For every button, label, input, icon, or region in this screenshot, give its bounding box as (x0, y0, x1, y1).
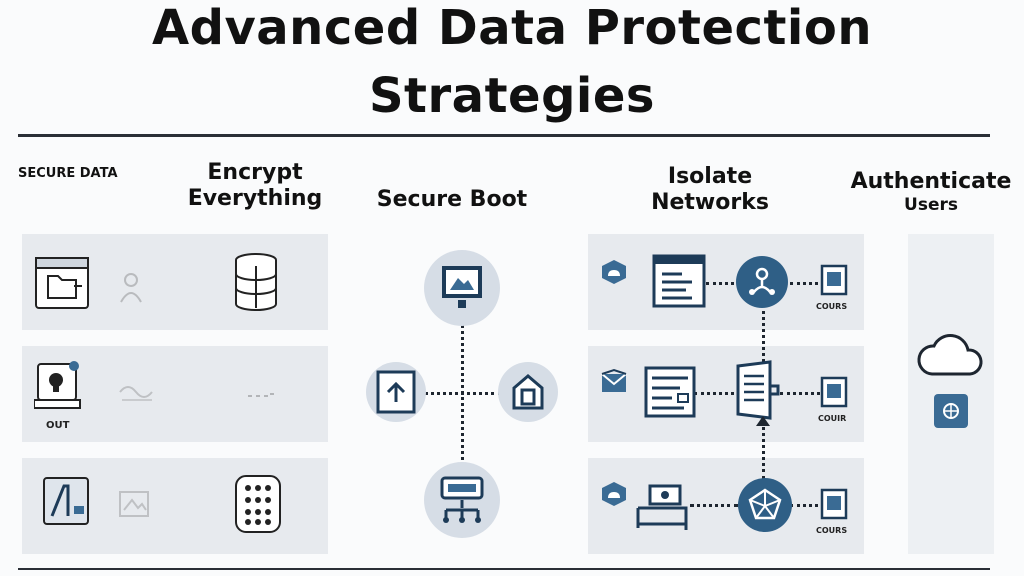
monitor-icon (442, 266, 482, 308)
chip-icon-3 (820, 488, 848, 520)
form-icon (644, 366, 696, 418)
folder-icon (35, 257, 89, 309)
mail-icon (601, 368, 627, 392)
document-icon (43, 477, 89, 525)
boot-connector-horizontal (424, 392, 502, 395)
net-line-2a (694, 392, 734, 395)
header-authenticate: Authenticate (850, 169, 1012, 194)
bottom-divider (18, 568, 990, 570)
label-out: OUT (46, 420, 70, 431)
cloud-icon (917, 334, 983, 376)
header-secure-data: SECURE DATA (18, 166, 118, 181)
header-isolate-networks: Isolate Networks (651, 164, 769, 215)
hub-icon (749, 267, 775, 295)
header-users: Users (904, 195, 958, 215)
header-authenticate-users: Authenticate Users (836, 170, 1024, 216)
database-grid-icon (235, 475, 281, 533)
net-line-1b (790, 282, 818, 285)
header-secure-boot: Secure Boot (376, 187, 528, 212)
header-encrypt-everything: Encrypt Everything (187, 160, 323, 211)
chip-icon (820, 264, 848, 296)
user-faint-icon (120, 273, 142, 303)
title-line-1: Advanced Data Protection (151, 0, 873, 56)
title-line-2: Strategies (368, 68, 655, 124)
net-line-vertical-bottom (762, 420, 765, 480)
scribble-faint-icon (119, 386, 153, 401)
router-icon (736, 360, 780, 420)
mesh-icon (748, 488, 782, 520)
cloud-lock-icon-2 (602, 482, 626, 506)
server-icon (440, 476, 484, 523)
net-line-3b (790, 504, 818, 507)
database-icon (235, 253, 277, 311)
cloud-lock-icon (602, 260, 626, 284)
dots-faint-icon (248, 393, 274, 397)
chip-icon-2 (820, 376, 848, 408)
home-lock-icon (512, 374, 544, 410)
bed-device-icon (636, 484, 688, 530)
net-line-vertical-top (762, 304, 765, 362)
shield-lock-icon (34, 361, 81, 409)
net-line-2b (780, 392, 820, 395)
arrow-up-icon (756, 416, 770, 426)
net-line-1a (706, 282, 740, 285)
image-faint-icon (119, 491, 149, 517)
label-cours-1: COURS (816, 302, 848, 311)
page-title: Advanced Data Protection Strategies (0, 2, 1024, 122)
label-cours-2: COUIR (818, 414, 847, 423)
upload-file-icon (376, 370, 416, 414)
net-line-3a (690, 504, 738, 507)
top-divider (18, 134, 990, 137)
fingerprint-glyph-icon (943, 403, 959, 419)
document-list-icon (652, 254, 706, 308)
label-cours-3: COURS (816, 526, 848, 535)
